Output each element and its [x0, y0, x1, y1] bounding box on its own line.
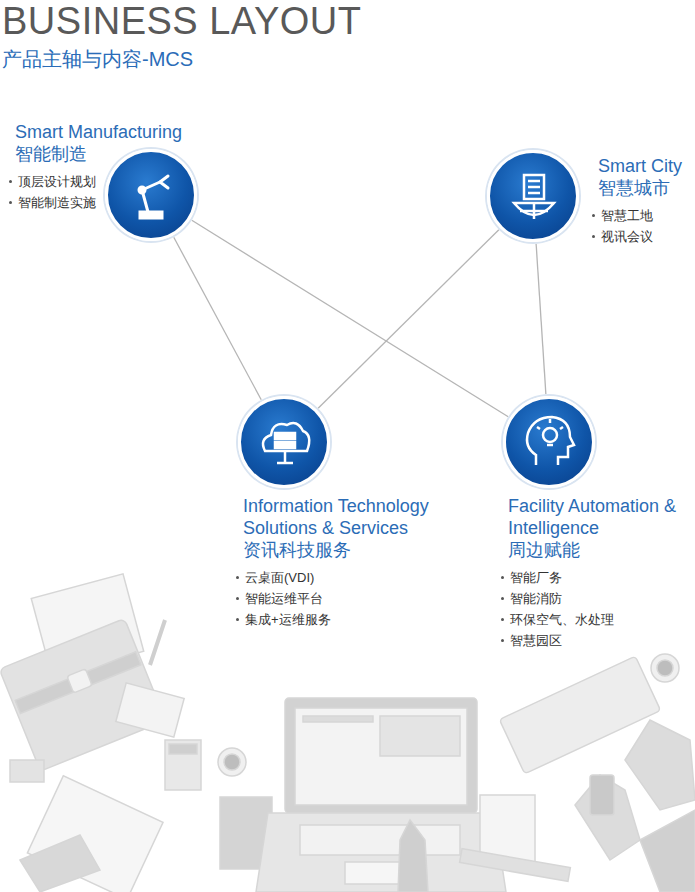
bullet-dot: [9, 180, 12, 183]
bullet-dot: [236, 618, 239, 621]
bullet-dot: [501, 597, 504, 600]
heading-cn: 智慧城市: [598, 177, 695, 199]
bullet-dot: [236, 597, 239, 600]
connector-line: [174, 237, 261, 399]
heading-cn: 周边赋能: [508, 539, 679, 561]
connector-line: [318, 230, 499, 409]
heading-en: Facility Automation & Intelligence: [508, 495, 679, 539]
heading-cn: 智能制造: [15, 143, 207, 165]
bullet-dot: [501, 618, 504, 621]
bullet-item: 视讯会议: [590, 226, 695, 247]
heading-cn: 资讯科技服务: [243, 539, 449, 561]
service-icon: [241, 399, 327, 485]
bullet-item: 顶层设计规划: [7, 171, 207, 192]
heading-en: Information Technology Solutions & Servi…: [243, 495, 449, 539]
text-group: Smart Manufacturing智能制造顶层设计规划智能制造实施: [7, 121, 207, 213]
connector-line: [192, 220, 508, 416]
bullet-item: 智慧园区: [499, 630, 679, 651]
bullet-item: 智能运维平台: [234, 588, 449, 609]
service-icon: [108, 152, 194, 238]
text-group: Smart City智慧城市智慧工地视讯会议: [590, 155, 695, 247]
bullet-item: 云桌面(VDI): [234, 567, 449, 588]
bullet-dot: [501, 576, 504, 579]
bullet-item: 智能消防: [499, 588, 679, 609]
bullet-item: 智能厂务: [499, 567, 679, 588]
service-circle: Information Technology Solutions & Servi…: [238, 396, 330, 488]
bullet-dot: [236, 576, 239, 579]
service-circle: Facility Automation & Intelligence周边赋能智能…: [503, 396, 595, 488]
bullet-item: 智能制造实施: [7, 192, 207, 213]
service-circle: Smart Manufacturing智能制造顶层设计规划智能制造实施: [105, 149, 197, 241]
heading-en: Smart City: [598, 155, 695, 177]
text-group: Information Technology Solutions & Servi…: [234, 495, 449, 630]
bullet-dot: [9, 201, 12, 204]
service-icon: [490, 153, 576, 239]
bullet-dot: [501, 639, 504, 642]
connector-line: [536, 244, 546, 394]
text-group: Facility Automation & Intelligence周边赋能智能…: [499, 495, 679, 651]
service-icon: [506, 399, 592, 485]
bullet-dot: [592, 214, 595, 217]
heading-en: Smart Manufacturing: [15, 121, 207, 143]
bullet-dot: [592, 235, 595, 238]
subtitle-label: 产品主轴与内容-MCS: [2, 46, 193, 73]
page-title: BUSINESS LAYOUT: [2, 0, 361, 43]
bullet-item: 环保空气、水处理: [499, 609, 679, 630]
bullet-item: 集成+运维服务: [234, 609, 449, 630]
service-circle: Smart City智慧城市智慧工地视讯会议: [487, 150, 579, 242]
bullet-item: 智慧工地: [590, 205, 695, 226]
